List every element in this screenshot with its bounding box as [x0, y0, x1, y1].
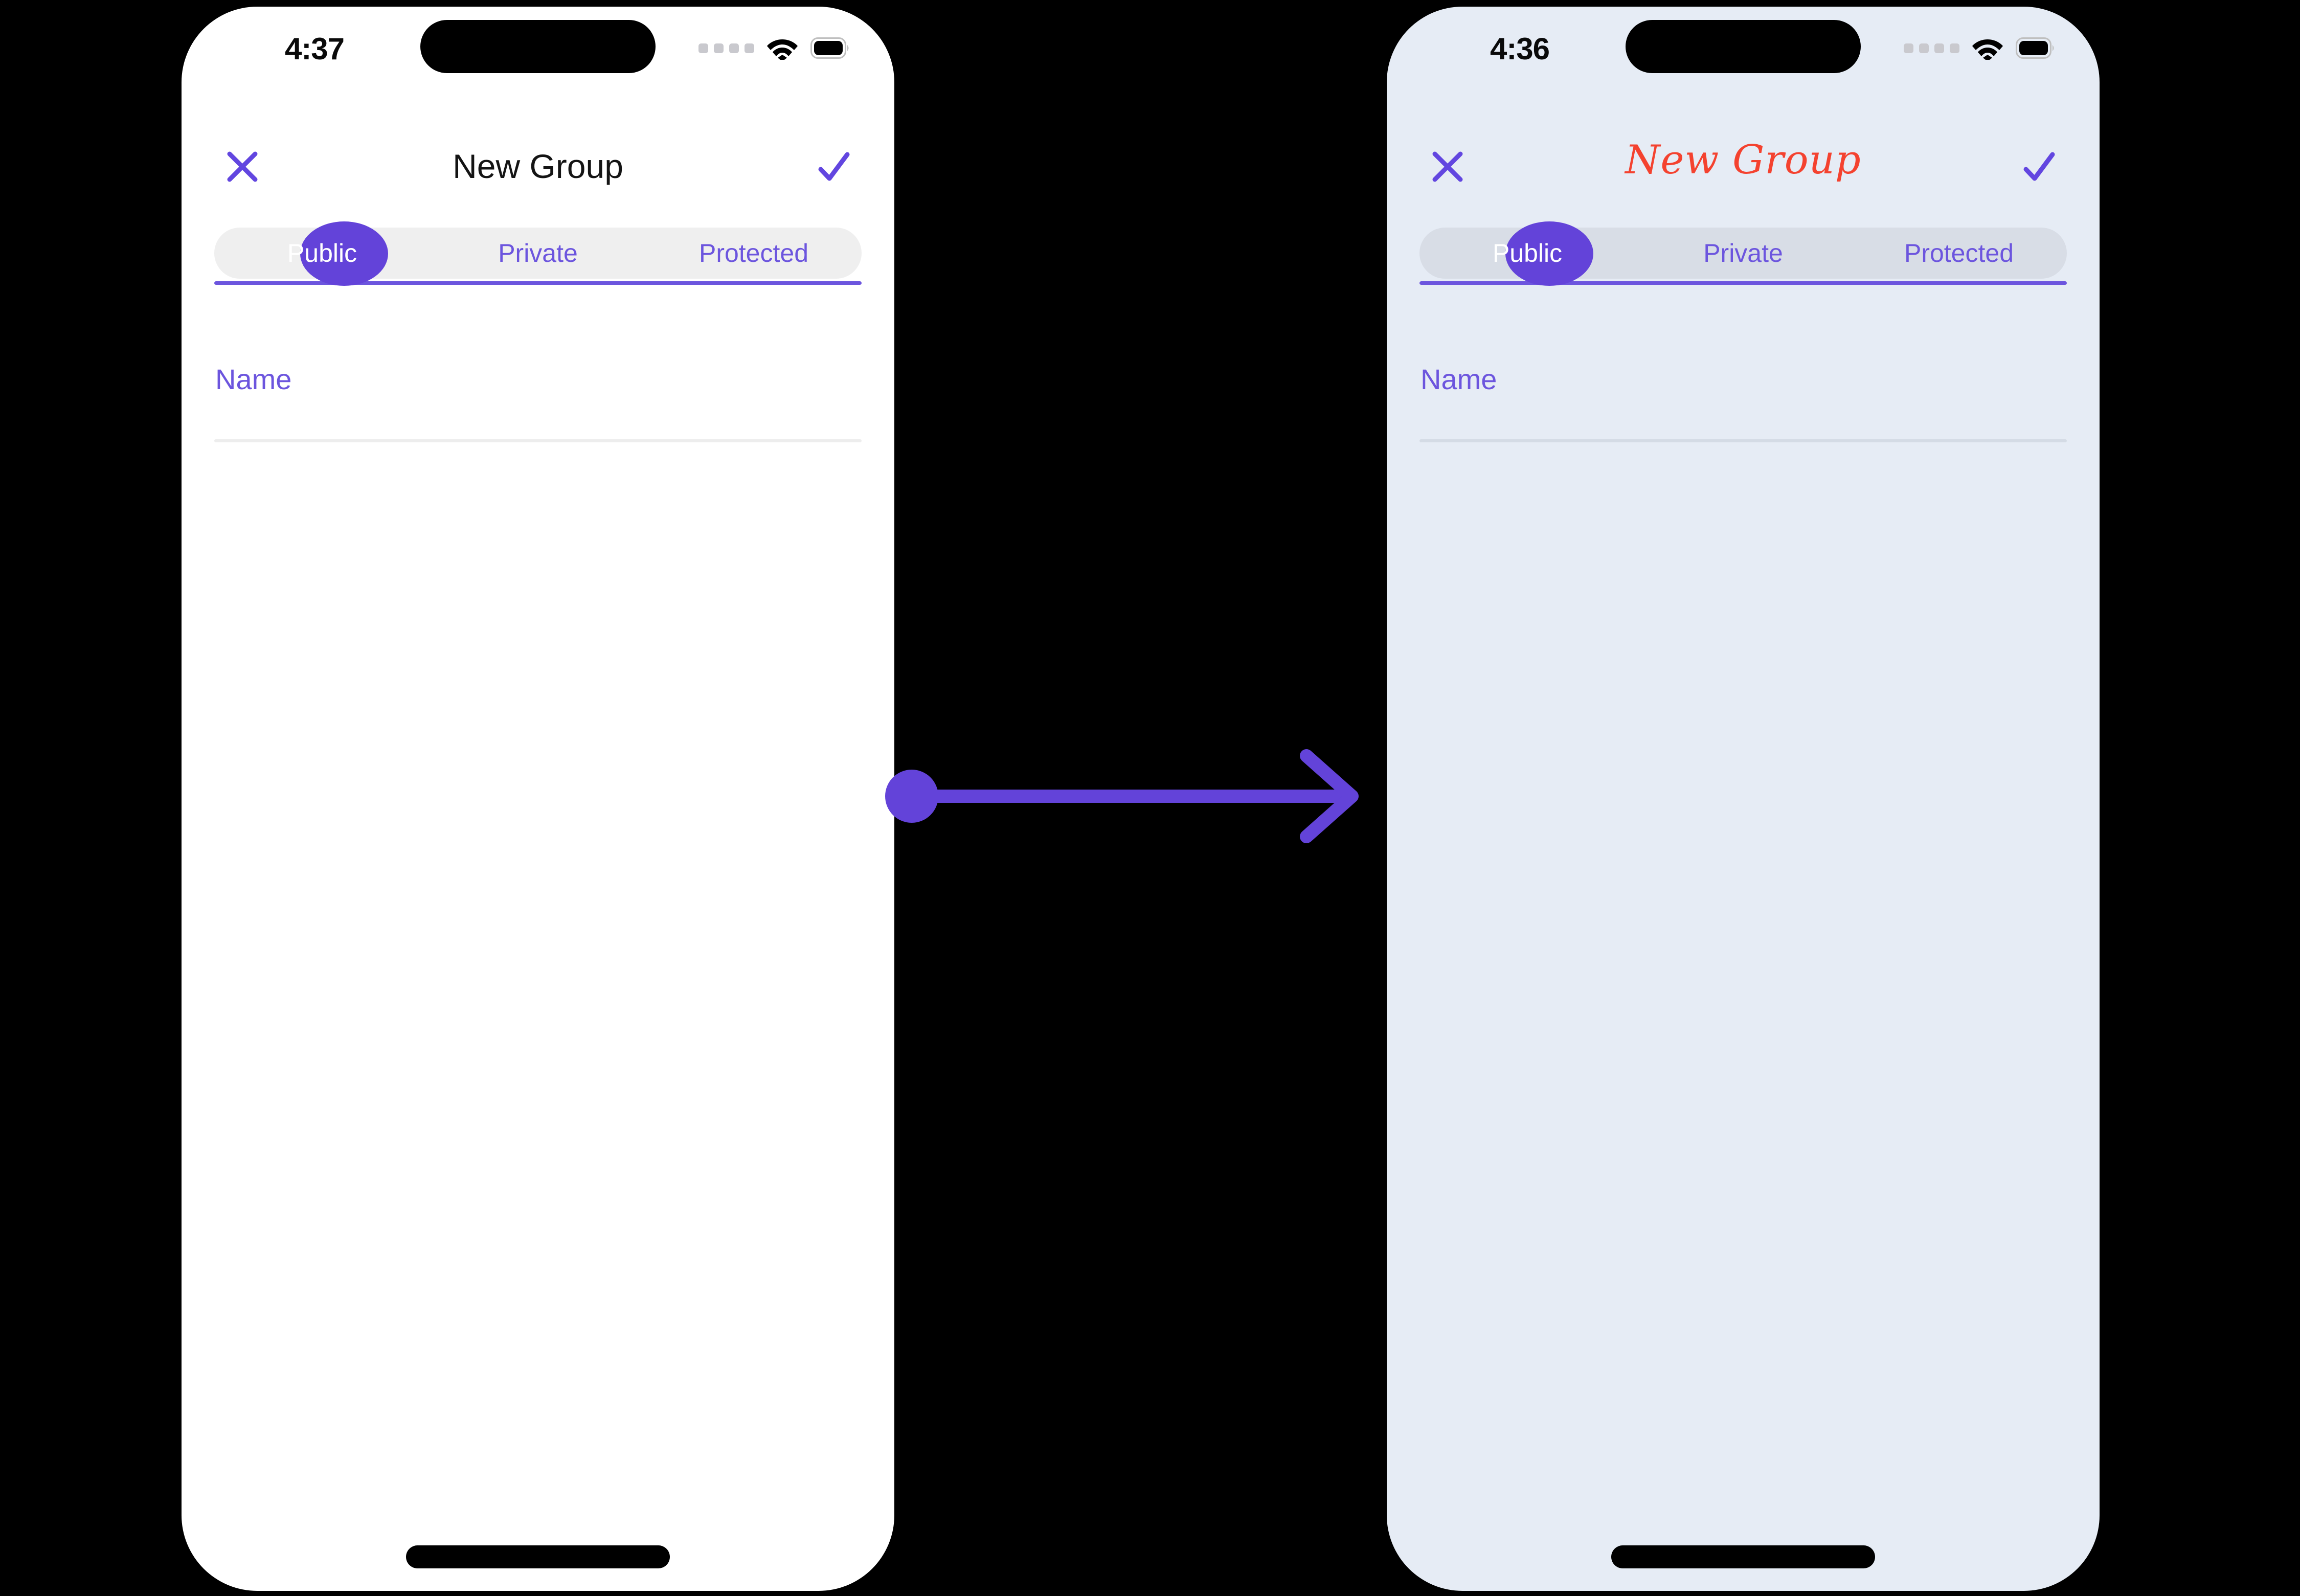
cellular-dots-icon — [698, 43, 754, 53]
nav-bar-before: New Group — [182, 136, 894, 203]
home-indicator — [1611, 1545, 1875, 1568]
status-indicators — [698, 36, 850, 60]
tab-private[interactable]: Private — [1703, 239, 1783, 267]
name-field-rule — [214, 439, 862, 442]
segmented-options: Public Private Protected — [214, 228, 862, 279]
segmented-underline — [214, 281, 862, 285]
tab-public[interactable]: Public — [287, 239, 357, 267]
battery-full-icon — [810, 37, 849, 59]
tab-protected[interactable]: Protected — [1904, 239, 2014, 267]
checkmark-icon — [2023, 152, 2055, 181]
confirm-button[interactable] — [805, 139, 862, 195]
name-field-label: Name — [215, 363, 292, 395]
confirm-button[interactable] — [2011, 139, 2067, 195]
close-icon — [1432, 151, 1463, 182]
close-button[interactable] — [214, 139, 270, 195]
visibility-segmented-control[interactable]: Public Private Protected — [214, 220, 862, 287]
status-bar-after: 4:36 — [1387, 7, 2100, 83]
status-indicators — [1904, 36, 2056, 60]
phone-screen-before: 4:37 — [182, 7, 894, 1591]
status-time: 4:36 — [1490, 32, 1550, 66]
tab-private[interactable]: Private — [498, 239, 578, 267]
page-title: New Group — [453, 147, 623, 185]
close-button[interactable] — [1419, 139, 1476, 195]
close-icon — [227, 151, 258, 182]
wifi-icon — [1972, 39, 2003, 60]
transition-arrow — [869, 731, 1381, 864]
wifi-icon — [767, 39, 798, 60]
segmented-selected-thumb — [1505, 221, 1593, 286]
name-field[interactable]: Name — [1419, 361, 2067, 442]
name-field-rule — [1419, 439, 2067, 442]
segmented-options: Public Private Protected — [1419, 228, 2067, 279]
cellular-dots-icon — [1904, 43, 1959, 53]
status-bar-before: 4:37 — [182, 7, 894, 83]
dynamic-island — [420, 20, 656, 73]
name-field-label: Name — [1420, 363, 1497, 395]
tab-protected[interactable]: Protected — [698, 239, 808, 267]
visibility-segmented-control[interactable]: Public Private Protected — [1419, 220, 2067, 287]
tab-public[interactable]: Public — [1492, 239, 1563, 267]
dynamic-island — [1626, 20, 1861, 73]
segmented-selected-thumb — [300, 221, 388, 286]
battery-full-icon — [2016, 37, 2054, 59]
home-indicator — [406, 1545, 670, 1568]
nav-bar-after: New Group — [1387, 136, 2100, 203]
segmented-underline — [1419, 281, 2067, 285]
page-title: New Group — [1625, 137, 1861, 183]
arrow-right-icon — [885, 749, 1359, 843]
name-field[interactable]: Name — [214, 361, 862, 442]
status-time: 4:37 — [284, 32, 345, 66]
checkmark-icon — [818, 152, 850, 181]
phone-screen-after: 4:36 — [1387, 7, 2100, 1591]
